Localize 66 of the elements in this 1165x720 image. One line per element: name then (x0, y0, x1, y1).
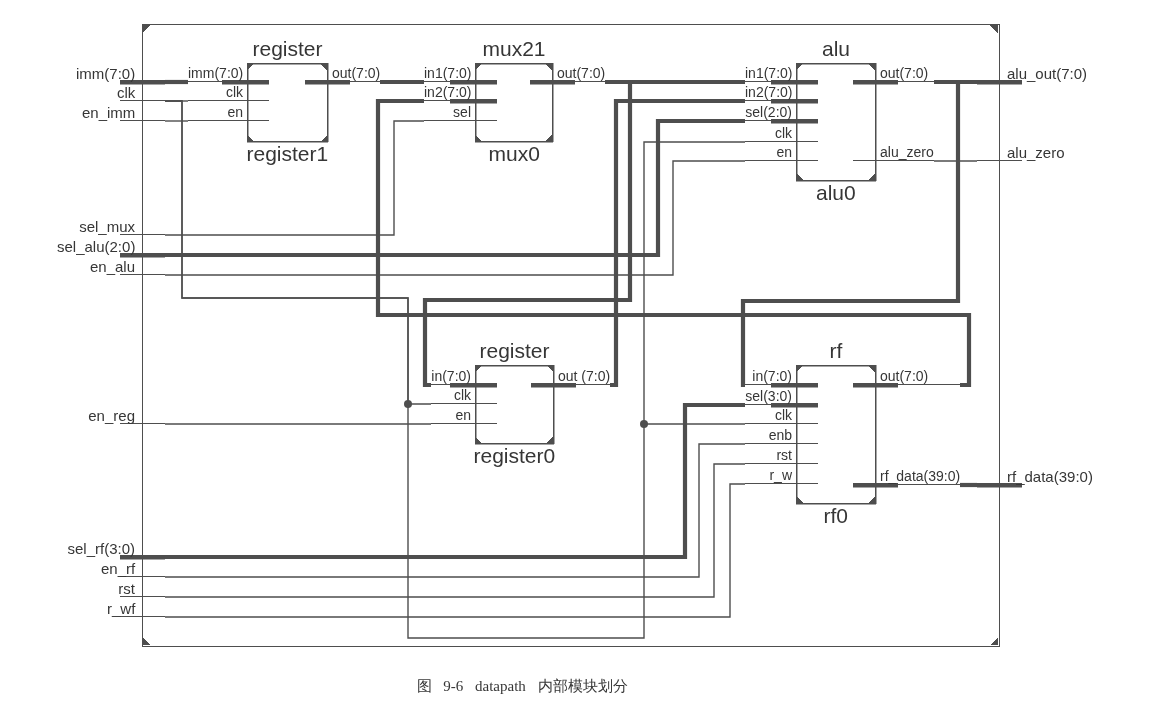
bus-wire (375, 98, 972, 388)
bus-wire (740, 79, 961, 388)
port-pin: sel (424, 105, 497, 124)
port-pin: sel(3:0) (745, 389, 818, 408)
wire (164, 120, 189, 122)
port-pin: in1(7:0) (424, 66, 497, 85)
instance-name-label: register0 (473, 445, 556, 467)
bus-wire (960, 482, 977, 488)
wire (164, 463, 746, 598)
wire (164, 483, 746, 618)
io-port: rst (118, 581, 165, 600)
port-pin: out(7:0) (530, 66, 605, 85)
port-pin: out(7:0) (853, 66, 934, 85)
port-pin: clk (745, 126, 818, 145)
io-port: sel_mux (79, 219, 165, 238)
bus-wire (422, 79, 633, 388)
module-type-label: rf (829, 340, 843, 362)
port-pin: in2(7:0) (745, 85, 818, 104)
io-port: alu_out(7:0) (977, 66, 1087, 85)
port-pin: alu_zero (853, 145, 934, 164)
port-pin: out(7:0) (853, 369, 960, 388)
port-pin: in1(7:0) (745, 66, 818, 85)
module-type-label: register (252, 38, 323, 60)
port-pin: clk (188, 85, 269, 104)
wire (164, 100, 432, 405)
port-pin: imm(7:0) (188, 66, 269, 85)
io-port: sel_rf(3:0) (67, 541, 165, 560)
io-port: imm(7:0) (76, 66, 165, 85)
port-pin: out (7:0) (531, 369, 610, 388)
port-pin: in(7:0) (431, 369, 497, 388)
bus-wire (165, 402, 745, 560)
port-pin: enb (745, 428, 818, 447)
instance-name-label: alu0 (816, 182, 856, 204)
module-type-label: mux21 (482, 38, 546, 60)
module-type-label: register (479, 340, 550, 362)
io-port: en_rf (101, 561, 165, 580)
io-port: sel_alu(2:0) (57, 239, 165, 258)
wire (164, 443, 746, 578)
io-port: r_wf (107, 601, 165, 620)
port-pin: out(7:0) (305, 66, 380, 85)
wire (164, 160, 746, 276)
port-pin: rst (745, 448, 818, 467)
io-port: rf_data(39:0) (977, 469, 1093, 488)
figure-caption: 图 9-6 datapath 内部模块划分 (416, 677, 628, 695)
io-port: en_imm (82, 105, 165, 124)
bus-wire (610, 98, 745, 388)
wire (933, 160, 978, 162)
port-pin: in2(7:0) (424, 85, 497, 104)
bus-wire (165, 79, 188, 85)
wire (164, 423, 432, 425)
port-pin: rf_data(39:0) (853, 469, 960, 488)
instance-name-label: register1 (246, 143, 329, 165)
module-type-label: alu (822, 38, 851, 60)
wire (164, 120, 425, 236)
bus-wire (165, 118, 745, 258)
instance-name-label: rf0 (823, 505, 848, 527)
io-port: alu_zero (977, 145, 1065, 164)
port-pin: in(7:0) (745, 369, 818, 388)
port-pin: sel(2:0) (745, 105, 818, 124)
io-port: clk (117, 85, 165, 104)
io-port: en_alu (90, 259, 165, 278)
port-pin: clk (431, 388, 497, 407)
bus-wire (380, 79, 424, 85)
module-boundary (142, 24, 1000, 647)
port-pin: clk (745, 408, 818, 427)
instance-name-label: mux0 (488, 143, 540, 165)
